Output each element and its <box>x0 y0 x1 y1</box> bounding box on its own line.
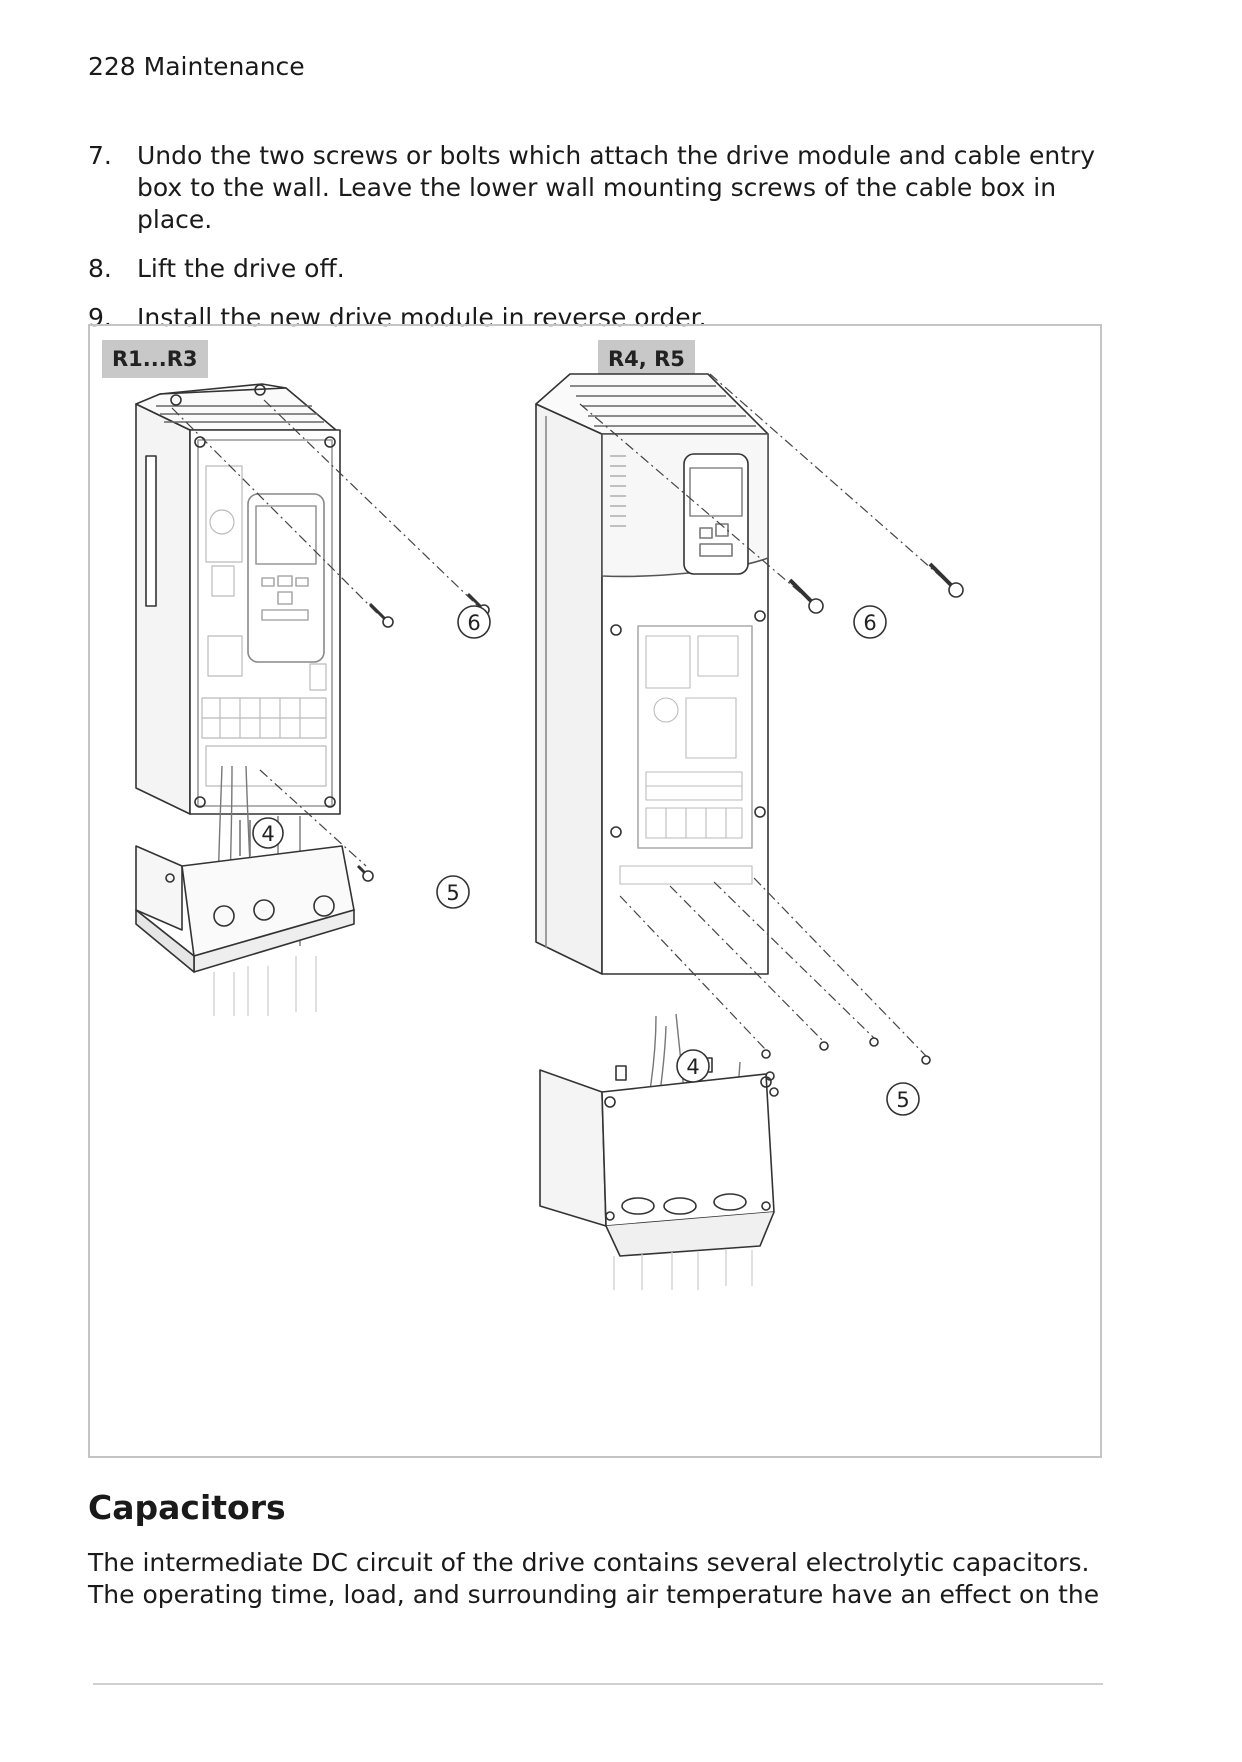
callout-6-left: 6 <box>467 611 480 635</box>
cable-entry-box-r4-r5 <box>539 1057 775 1257</box>
step-text: Install the new drive module in reverse … <box>137 303 707 332</box>
section-heading-capacitors: Capacitors <box>88 1488 286 1527</box>
step-number: 7. <box>88 141 112 170</box>
section-paragraph: The intermediate DC circuit of the drive… <box>88 1548 1100 1609</box>
callout-5-left: 5 <box>446 881 459 905</box>
callout-4-left: 4 <box>261 822 274 846</box>
callout-circle <box>676 1049 710 1083</box>
callout-4-right: 4 <box>686 1055 699 1079</box>
screw-5-right <box>761 1037 931 1097</box>
screw-5-left <box>356 864 374 882</box>
step-text: Undo the two screws or bolts which attac… <box>137 141 1096 234</box>
footer-divider <box>93 1683 1103 1685</box>
procedure-steps: 7. Undo the two screws or bolts which at… <box>88 140 1128 351</box>
cable-ghost-left <box>213 956 317 1016</box>
step-item: 7. Undo the two screws or bolts which at… <box>88 140 1128 236</box>
callout-circle <box>252 817 284 849</box>
step-text: Lift the drive off. <box>137 254 345 283</box>
cable-entry-box-r1-r3 <box>135 820 355 973</box>
drive-module-r1-r3 <box>135 383 341 815</box>
callout-circle <box>457 605 491 639</box>
callout-5-right: 5 <box>896 1088 909 1112</box>
page-header: 228 Maintenance <box>88 52 305 81</box>
callout-6-right: 6 <box>863 611 876 635</box>
cable-ghost-right <box>613 1250 753 1290</box>
screw-path-lines-right <box>579 373 941 1057</box>
screw-6-right-b <box>928 562 964 598</box>
step-item: 8. Lift the drive off. <box>88 253 1128 285</box>
screw-6-left-a <box>368 602 394 628</box>
step-item: 9. Install the new drive module in rever… <box>88 302 1128 334</box>
frame-size-tag-r1-r3: R1...R3 <box>102 340 208 378</box>
drive-illustration: 6 4 5 6 4 5 <box>135 373 964 1290</box>
screw-path-lines-left <box>171 399 479 867</box>
callout-circle <box>853 605 887 639</box>
screw-6-right-a <box>788 578 824 614</box>
drive-removal-figure: R1...R3 R4, R5 <box>88 324 1102 1458</box>
callout-circle <box>886 1082 920 1116</box>
frame-size-tag-r4-r5: R4, R5 <box>598 340 695 378</box>
callout-circle <box>436 875 470 909</box>
drive-module-r4-r5 <box>535 373 769 975</box>
step-number: 8. <box>88 254 112 283</box>
